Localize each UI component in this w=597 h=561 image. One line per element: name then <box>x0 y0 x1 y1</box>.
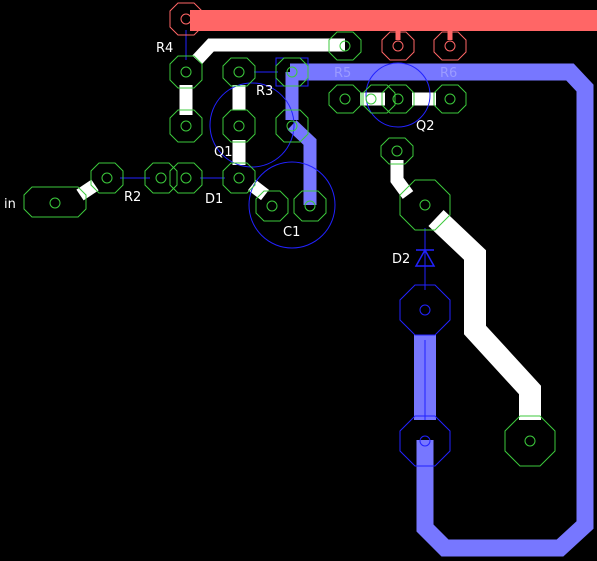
pad-output[interactable] <box>504 415 556 467</box>
trace-d1-c1 <box>248 179 269 201</box>
label-r4: R4 <box>156 41 173 56</box>
pad-r4-bottom[interactable] <box>169 55 203 89</box>
pad-q1-collector[interactable] <box>275 109 309 143</box>
pad-r6-top[interactable] <box>433 31 467 61</box>
pad-vcc-q2[interactable] <box>381 31 415 61</box>
d2-triangle <box>414 248 436 267</box>
pad-c2-left[interactable] <box>399 415 451 467</box>
c1-body-outline <box>248 161 336 249</box>
pad-r5-bottom[interactable] <box>328 84 362 114</box>
label-r3: R3 <box>256 84 273 99</box>
pads <box>23 2 556 467</box>
pad-r4-top[interactable] <box>169 2 203 36</box>
pad-q1-left[interactable] <box>169 109 203 143</box>
q2-body-outline <box>365 62 431 128</box>
q1-body-outline <box>209 82 295 168</box>
pad-input[interactable] <box>23 186 87 218</box>
trace-r4-r5 <box>192 38 345 65</box>
label-d2: D2 <box>392 252 410 267</box>
label-r2: R2 <box>124 190 141 205</box>
trace-d2-out <box>428 210 541 420</box>
pad-d1-anode[interactable] <box>169 162 203 194</box>
trace-q1-c1 <box>287 120 317 205</box>
pad-q1-base[interactable] <box>222 109 256 143</box>
label-q1: Q1 <box>214 145 233 160</box>
pad-r2-right[interactable] <box>144 162 178 194</box>
pad-r5-top[interactable] <box>328 31 362 61</box>
label-c1: C1 <box>283 225 300 240</box>
label-q2: Q2 <box>416 119 435 134</box>
power-traces <box>190 10 597 40</box>
pad-q2-center[interactable] <box>381 84 415 114</box>
pad-c1-right[interactable] <box>293 190 327 222</box>
pad-d2-bottom[interactable] <box>399 284 451 336</box>
label-input: in <box>4 197 16 212</box>
label-r5: R5 <box>334 66 351 81</box>
label-d1: D1 <box>205 192 223 207</box>
bottom-traces <box>285 63 594 557</box>
pad-r2-left[interactable] <box>90 162 124 194</box>
top-traces <box>76 38 541 420</box>
pad-q2-emitter[interactable] <box>380 137 414 165</box>
pad-r3-right[interactable] <box>275 57 309 87</box>
silkscreen-labels: R4 R3 R5 R6 Q1 Q2 R2 D1 C1 D2 in <box>4 41 457 267</box>
pad-r6-bottom[interactable] <box>433 84 467 114</box>
label-r6: R6 <box>440 66 457 81</box>
pad-r3-left[interactable] <box>222 57 256 87</box>
pad-q2-left[interactable] <box>362 84 396 114</box>
pad-d1-cathode[interactable] <box>222 162 256 194</box>
pad-c1-left[interactable] <box>255 190 289 222</box>
pad-d2-top[interactable] <box>399 179 451 231</box>
trace-q2-loop <box>290 63 594 557</box>
trace-q2-d2 <box>390 160 414 199</box>
trace-vcc <box>190 10 597 31</box>
